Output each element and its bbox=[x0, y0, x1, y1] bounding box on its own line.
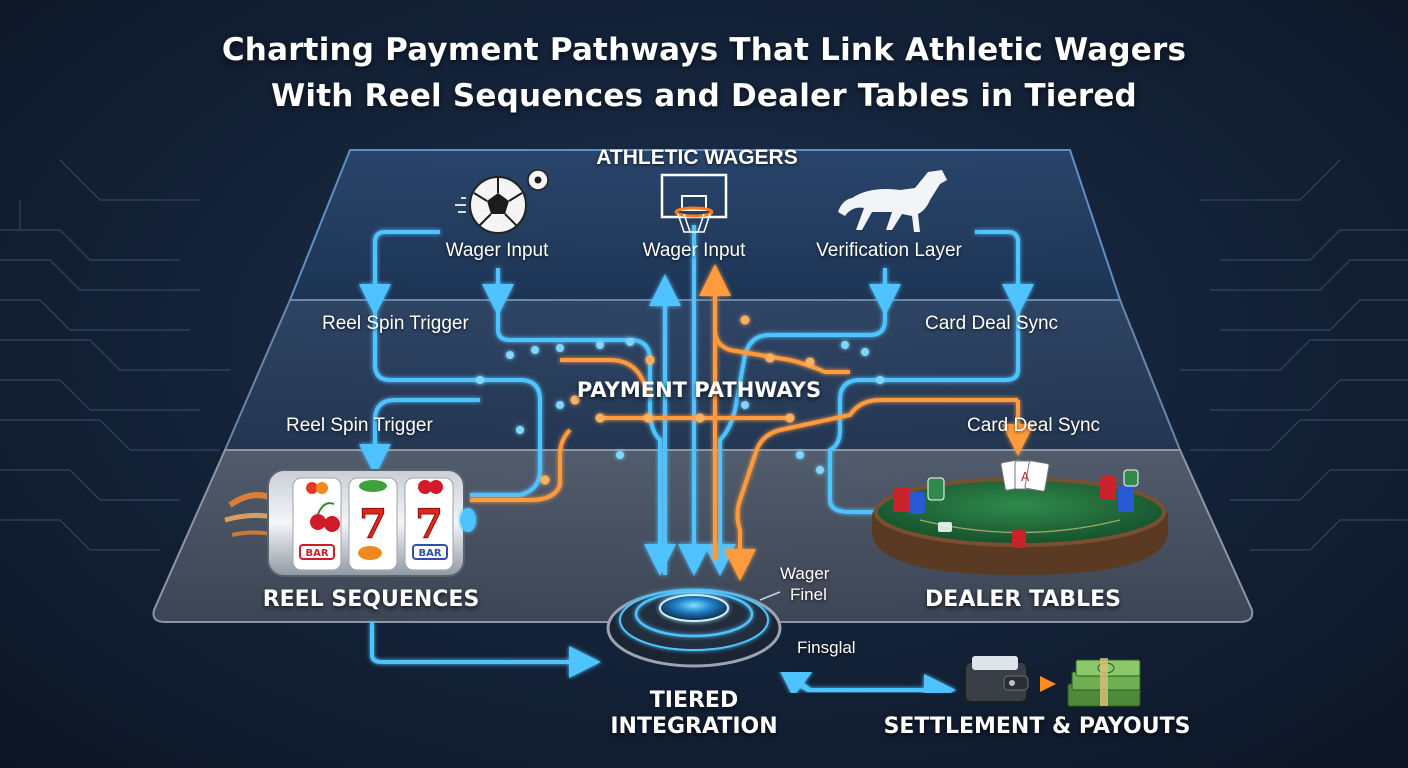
reel-spin-trigger-lower-label: Reel Spin Trigger bbox=[286, 415, 433, 436]
verification-layer-label: Verification Layer bbox=[816, 240, 962, 261]
hub-to-settlement-arrow bbox=[777, 665, 956, 706]
tier-top-plane bbox=[288, 149, 1122, 301]
card-deal-sync-lower-label: Card Deal Sync bbox=[967, 415, 1101, 436]
reel-spin-trigger-upper-label: Reel Spin Trigger bbox=[322, 313, 469, 334]
background-circuit-left bbox=[0, 159, 230, 551]
tier-bottom-left-label: REEL SEQUENCES bbox=[262, 587, 480, 612]
blue-pathways bbox=[359, 225, 1034, 678]
slot-reel-bar-2: BAR bbox=[418, 548, 441, 559]
finsglal-label: Finsglal bbox=[797, 638, 856, 657]
wager-input-left-label: Wager Input bbox=[445, 240, 549, 261]
hub-label-line-1: TIERED bbox=[649, 688, 739, 713]
svg-text:A: A bbox=[1021, 470, 1030, 484]
soccer-ball-icon bbox=[455, 169, 549, 234]
card-deal-sync-upper-label: Card Deal Sync bbox=[925, 313, 1059, 334]
pathway-nodes bbox=[476, 315, 884, 485]
wager-input-center-label: Wager Input bbox=[642, 240, 746, 261]
diagram-title-line-2: With Reel Sequences and Dealer Tables in… bbox=[271, 78, 1137, 114]
slot-reel-seven-2: 7 bbox=[415, 501, 443, 548]
tier-top-label: ATHLETIC WAGERS bbox=[596, 146, 798, 169]
basketball-hoop-icon bbox=[660, 173, 728, 233]
background-circuit-right bbox=[1180, 159, 1408, 551]
horse-icon bbox=[838, 170, 947, 232]
wager-finel-label-line-1: Wager bbox=[780, 564, 830, 583]
hub-label-line-2: INTEGRATION bbox=[610, 714, 778, 739]
orange-pathways bbox=[470, 264, 1034, 581]
slot-reel-seven-1: 7 bbox=[359, 501, 387, 548]
slot-machine-icon bbox=[224, 469, 476, 577]
wager-finel-label-line-2: Finel bbox=[790, 585, 827, 604]
hub-disc-icon bbox=[606, 588, 782, 668]
wallet-icon bbox=[964, 656, 1029, 703]
card-table-icon: A bbox=[872, 459, 1168, 575]
settlement-payouts-label: SETTLEMENT & PAYOUTS bbox=[883, 714, 1191, 739]
diagram-title-line-1: Charting Payment Pathways That Link Athl… bbox=[221, 32, 1187, 68]
settlement-arrow-icon bbox=[1040, 676, 1056, 692]
tier-middle-label: PAYMENT PATHWAYS bbox=[576, 378, 822, 402]
slot-reel-bar-1: BAR bbox=[305, 548, 328, 559]
cash-stack-icon bbox=[1067, 658, 1141, 707]
tier-bottom-right-label: DEALER TABLES bbox=[925, 587, 1121, 612]
